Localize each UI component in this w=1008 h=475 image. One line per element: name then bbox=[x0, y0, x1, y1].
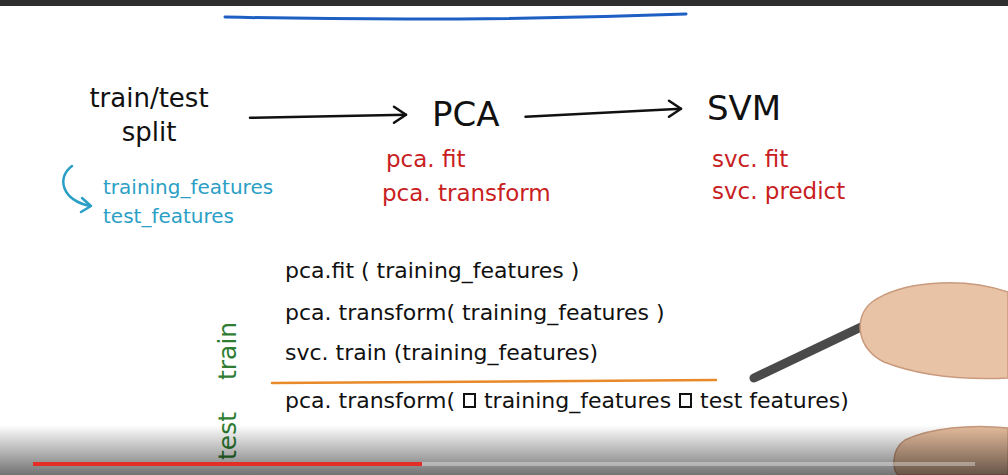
method-name: pca. transform bbox=[382, 180, 551, 206]
checkbox bbox=[679, 393, 692, 408]
progress-track bbox=[33, 462, 975, 466]
variable-name: test_features bbox=[103, 205, 234, 228]
phase-label: test bbox=[214, 412, 243, 460]
top-bar bbox=[0, 0, 1008, 6]
code-fragment: test features) bbox=[700, 388, 849, 413]
stage-node: SVM bbox=[703, 88, 785, 129]
stage-node: train/test split bbox=[70, 80, 228, 152]
stage-name: SVM bbox=[707, 90, 781, 127]
flow-arrow bbox=[250, 107, 406, 123]
code-row: pca. transform( training_features test fea… bbox=[285, 388, 849, 413]
code-fragment: training_features bbox=[484, 388, 671, 413]
method-name: pca. fit bbox=[386, 146, 465, 172]
bottom-fade bbox=[0, 425, 1008, 475]
stage-node: PCA bbox=[428, 94, 504, 135]
hand-knuckle bbox=[894, 427, 1008, 475]
code-line: svc. train (training_features) bbox=[285, 340, 598, 365]
code-line: pca.fit ( training_features ) bbox=[285, 258, 579, 283]
separator-line bbox=[272, 380, 716, 383]
blue-arrowhead bbox=[81, 198, 91, 212]
stage-name: PCA bbox=[432, 96, 500, 133]
title-underline bbox=[225, 14, 686, 19]
phase-label: train bbox=[214, 322, 243, 380]
checkbox bbox=[463, 393, 476, 408]
progress-bar bbox=[33, 462, 422, 466]
code-fragment: pca. transform( bbox=[285, 388, 455, 413]
flow-arrow bbox=[526, 101, 681, 117]
method-name: svc. fit bbox=[712, 146, 788, 172]
hand-finger bbox=[860, 283, 1008, 379]
method-name: svc. predict bbox=[712, 178, 845, 204]
variable-name: training_features bbox=[103, 176, 273, 199]
stage-name: train/test split bbox=[74, 82, 224, 150]
code-line: pca. transform( training_features ) bbox=[285, 300, 665, 325]
